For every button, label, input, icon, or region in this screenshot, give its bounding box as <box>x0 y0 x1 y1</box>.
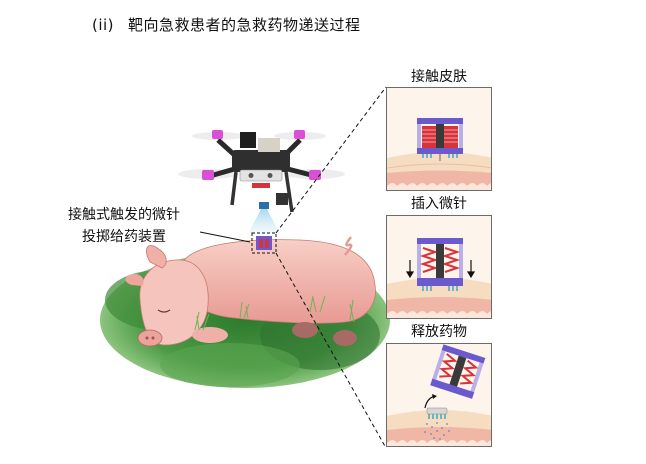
panel-release-drug <box>386 343 492 447</box>
callout-line-2: 投掷给药装置 <box>82 229 166 245</box>
figure-title: (ii) 靶向急救患者的急救药物递送过程 <box>92 14 361 35</box>
callout-line-1: 接触式触发的微针 <box>68 207 180 223</box>
figure-title-text: 靶向急救患者的急救药物递送过程 <box>128 16 361 34</box>
panel-3-illustration <box>387 344 491 446</box>
drone-illustration <box>178 130 345 213</box>
grass-blades <box>194 295 355 331</box>
zoom-line-bottom <box>275 252 387 449</box>
zoom-line-top <box>275 86 387 234</box>
panel-2-label: 插入微针 <box>411 196 467 212</box>
pig-illustration <box>125 236 376 347</box>
microneedle-device-small <box>248 202 280 254</box>
panel-3-label: 释放药物 <box>411 324 467 340</box>
panel-contact-skin <box>386 87 492 191</box>
panel-2-illustration <box>387 238 491 318</box>
panel-insert-microneedle <box>386 215 492 319</box>
figure-index: (ii) <box>92 16 115 34</box>
panel-1-illustration <box>387 118 491 190</box>
panel-1-label: 接触皮肤 <box>411 69 467 85</box>
callout-leader-line <box>199 231 251 243</box>
